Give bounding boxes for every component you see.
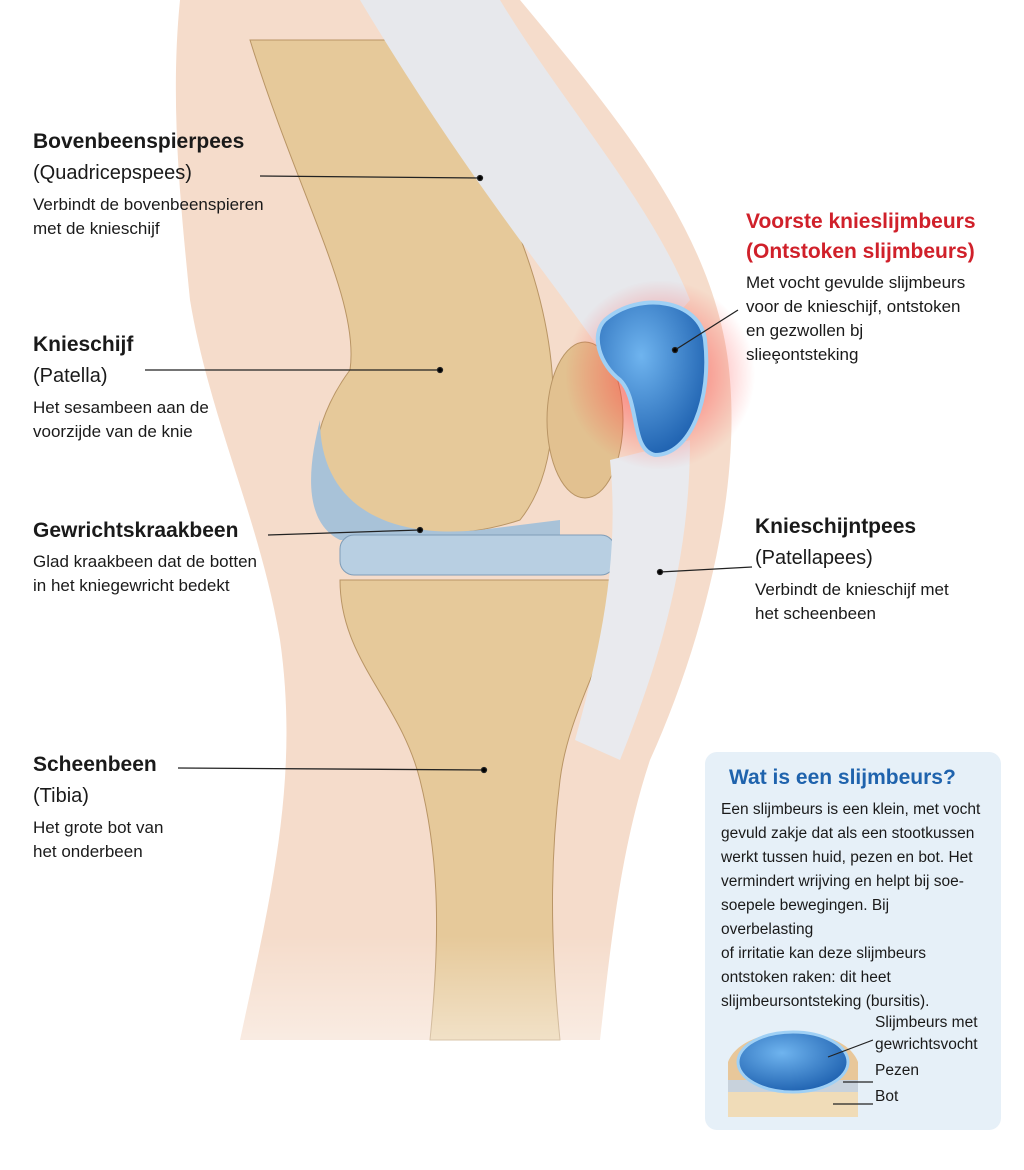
label-cartilage: Gewrichtskraakbeen Glad kraakbeen dat de…: [33, 516, 257, 598]
info-line: ontstoken raken: dit heet: [721, 969, 891, 986]
label-title: Voorste knieslijmbeurs: [746, 210, 976, 233]
label-desc: het scheenbeen: [755, 604, 876, 623]
label-tibia: Scheenbeen (Tibia) Het grote bot van het …: [33, 750, 163, 864]
legend-line: gewrichtsvocht: [875, 1036, 978, 1053]
label-desc: voor de knieschijf, ontstoken: [746, 297, 961, 316]
info-line: Een slijmbeurs is een klein, met vocht: [721, 801, 981, 818]
label-desc: met de knieschijf: [33, 219, 160, 238]
info-line: gevuld zakje dat als een stootkussen: [721, 825, 975, 842]
label-title: Gewrichtskraakbeen: [33, 519, 239, 542]
legend-bone: Bot: [875, 1088, 899, 1105]
label-desc: Glad kraakbeen dat de botten: [33, 552, 257, 571]
info-line: vermindert wrijving en helpt bij soe-: [721, 873, 964, 890]
label-subtitle: (Tibia): [33, 785, 89, 807]
label-subtitle: (Patella): [33, 365, 108, 387]
legend-line: Slijmbeurs met: [875, 1014, 978, 1031]
label-subtitle: (Ontstoken slijmbeurs): [746, 240, 975, 263]
label-bursa: Voorste knieslijmbeurs (Ontstoken slijmb…: [746, 207, 976, 367]
label-title: Knieschijntpees: [755, 515, 917, 538]
label-patella: Knieschijf (Patella) Het sesambeen aan d…: [33, 330, 209, 444]
info-line: werkt tussen huid, pezen en bot. Het: [721, 849, 973, 866]
info-title: Wat is een slijmbeurs?: [729, 766, 956, 789]
info-line: soepele bewegingen. Bij overbelasting: [721, 897, 890, 938]
legend-tendons: Pezen: [875, 1062, 919, 1079]
label-subtitle: (Quadricepspees): [33, 162, 192, 184]
label-desc: Het grote bot van: [33, 818, 164, 837]
label-desc: slieȩontsteking: [746, 345, 859, 364]
label-patellar-tendon: Knieschijntpees (Patellapees) Verbindt d…: [755, 512, 949, 626]
label-title: Scheenbeen: [33, 753, 157, 776]
leader-lines: [145, 174, 753, 774]
info-line: of irritatie kan deze slijmbeurs: [721, 945, 927, 962]
label-subtitle: (Patellapees): [755, 547, 873, 569]
bursa-mini-diagram: [728, 1030, 873, 1117]
info-line: slijmbeursontsteking (bursitis).: [721, 993, 930, 1010]
info-box: Wat is een slijmbeurs? Een slijmbeurs is…: [705, 752, 1001, 1130]
label-desc: voorzijde van de knie: [33, 422, 193, 441]
label-desc: Het sesambeen aan de: [33, 398, 209, 417]
label-desc: Verbindt de bovenbeenspieren: [33, 195, 264, 214]
label-title: Bovenbeenspierpees: [33, 130, 245, 153]
label-desc: Verbindt de knieschijf met: [755, 580, 949, 599]
label-quadriceps-tendon: Bovenbeenspierpees (Quadricepspees) Verb…: [33, 127, 264, 241]
label-desc: Met vocht gevulde slijmbeurs: [746, 273, 966, 292]
legend-bursa: Slijmbeurs met gewrichtsvocht: [875, 1012, 978, 1056]
label-title: Knieschijf: [33, 333, 134, 356]
label-desc: het onderbeen: [33, 842, 143, 861]
label-desc: in het kniegewricht bedekt: [33, 576, 230, 595]
label-desc: en gezwollen bj: [746, 321, 864, 340]
